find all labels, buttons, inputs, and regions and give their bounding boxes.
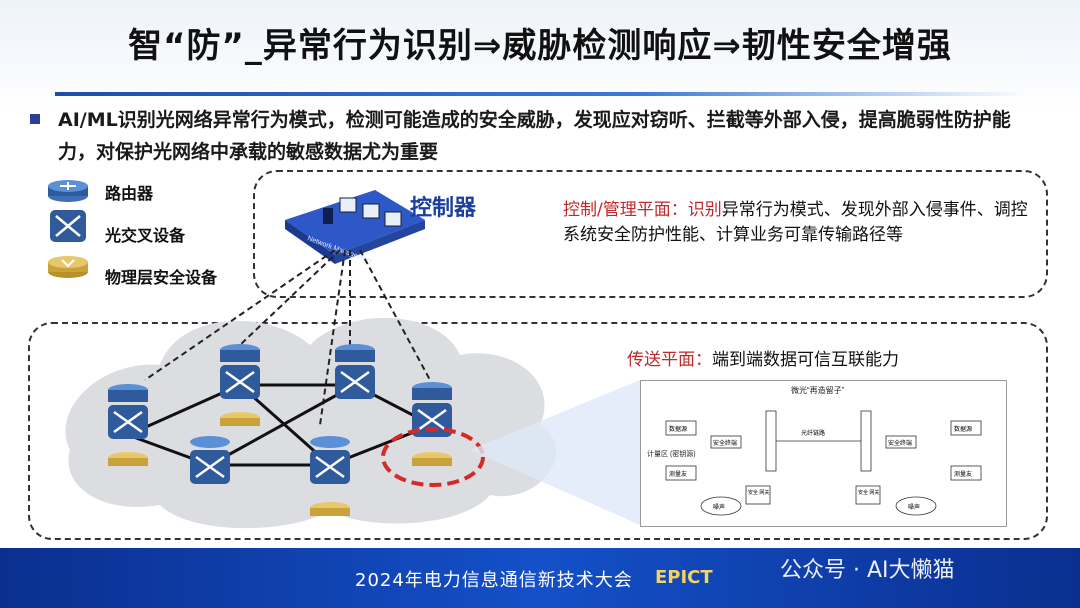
transport-plane-title: 传送平面：: [627, 350, 712, 370]
node-router-oxc-2: [220, 344, 260, 426]
control-plane-title: 控制/管理平面：: [563, 200, 688, 220]
title-underline: [55, 92, 1025, 96]
detail-box-4: 安全终端: [888, 439, 912, 447]
threat-highlight-ellipse: [381, 427, 485, 487]
bullet-text: AI/ML识别光网络异常行为模式，检测可能造成的安全威胁，发现应对窃听、拦截等外…: [58, 109, 1011, 163]
detail-box-6: 测量友: [954, 470, 972, 478]
detail-box-3: 光纤链路: [801, 429, 825, 437]
control-plane-lead: 识别: [687, 200, 722, 220]
detail-lower-0: 安全 网关: [748, 489, 769, 496]
footer-banner: [0, 548, 1080, 608]
detail-lower-1: 安全 网关: [858, 489, 879, 496]
page-title: 智“防”_异常行为识别⇒威胁检测响应⇒韧性安全增强: [128, 26, 952, 66]
router-icon: [48, 180, 88, 202]
node-oxc-6: [310, 436, 350, 516]
node-router-oxc-4: [412, 382, 452, 466]
controller-illustration: Network Management: [285, 190, 425, 265]
transport-plane-region: [28, 322, 1048, 540]
detail-box-2: 安全终端: [713, 439, 737, 447]
legend-router-label: 路由器: [105, 184, 154, 203]
bullet-marker: [30, 114, 40, 124]
network-illustration: [65, 250, 557, 529]
detail-cloud-1: 噪声: [908, 503, 920, 511]
header-background: [0, 0, 1080, 110]
management-links: [144, 250, 431, 426]
transport-plane-description: 传送平面：端到端数据可信互联能力: [627, 345, 899, 370]
detail-box-5: 数据源: [954, 425, 972, 433]
legend-icons: [48, 180, 88, 278]
control-plane-description: 控制/管理平面：识别异常行为模式、发现外部入侵事件、调控系统安全防护性能、计算业…: [563, 198, 1033, 248]
control-plane-text: 异常行为模式、发现外部入侵事件、调控系统安全防护性能、计算业务可靠传输路径等: [563, 200, 1028, 245]
detail-diagram: 微光“再造留子” 计量区 (密钥源) 数据源 测量友 安全终端 光纤链路 安全终…: [640, 380, 1007, 527]
node-oxc-5: [190, 436, 230, 484]
controller-label: 控制器: [410, 196, 477, 221]
detail-top-label: 微光“再造留子”: [791, 385, 845, 395]
legend-oxc-label: 光交叉设备: [105, 226, 186, 245]
detail-box-1: 测量友: [669, 470, 687, 478]
node-router-oxc-1: [108, 384, 148, 466]
physical-security-icon: [48, 256, 88, 278]
zoom-wedge: [470, 380, 640, 525]
control-plane-region: [253, 170, 1048, 298]
detail-cloud-0: 噪声: [713, 503, 725, 511]
legend-physical-label: 物理层安全设备: [105, 268, 218, 287]
detail-diagram-canvas: 微光“再造留子” 计量区 (密钥源) 数据源 测量友 安全终端 光纤链路 安全终…: [647, 385, 982, 516]
detail-box-0: 数据源: [669, 425, 687, 433]
oxc-icon: [50, 210, 86, 242]
conference-name: 2024年电力信息通信新技术大会: [355, 570, 633, 591]
detail-left-label: 计量区 (密钥源): [647, 449, 696, 458]
wechat-watermark: 公众号 · AI大懒猫: [780, 558, 955, 583]
node-router-oxc-3: [335, 344, 375, 399]
epict-logo: EPICT: [655, 567, 713, 588]
transport-plane-text: 端到端数据可信互联能力: [712, 350, 899, 370]
